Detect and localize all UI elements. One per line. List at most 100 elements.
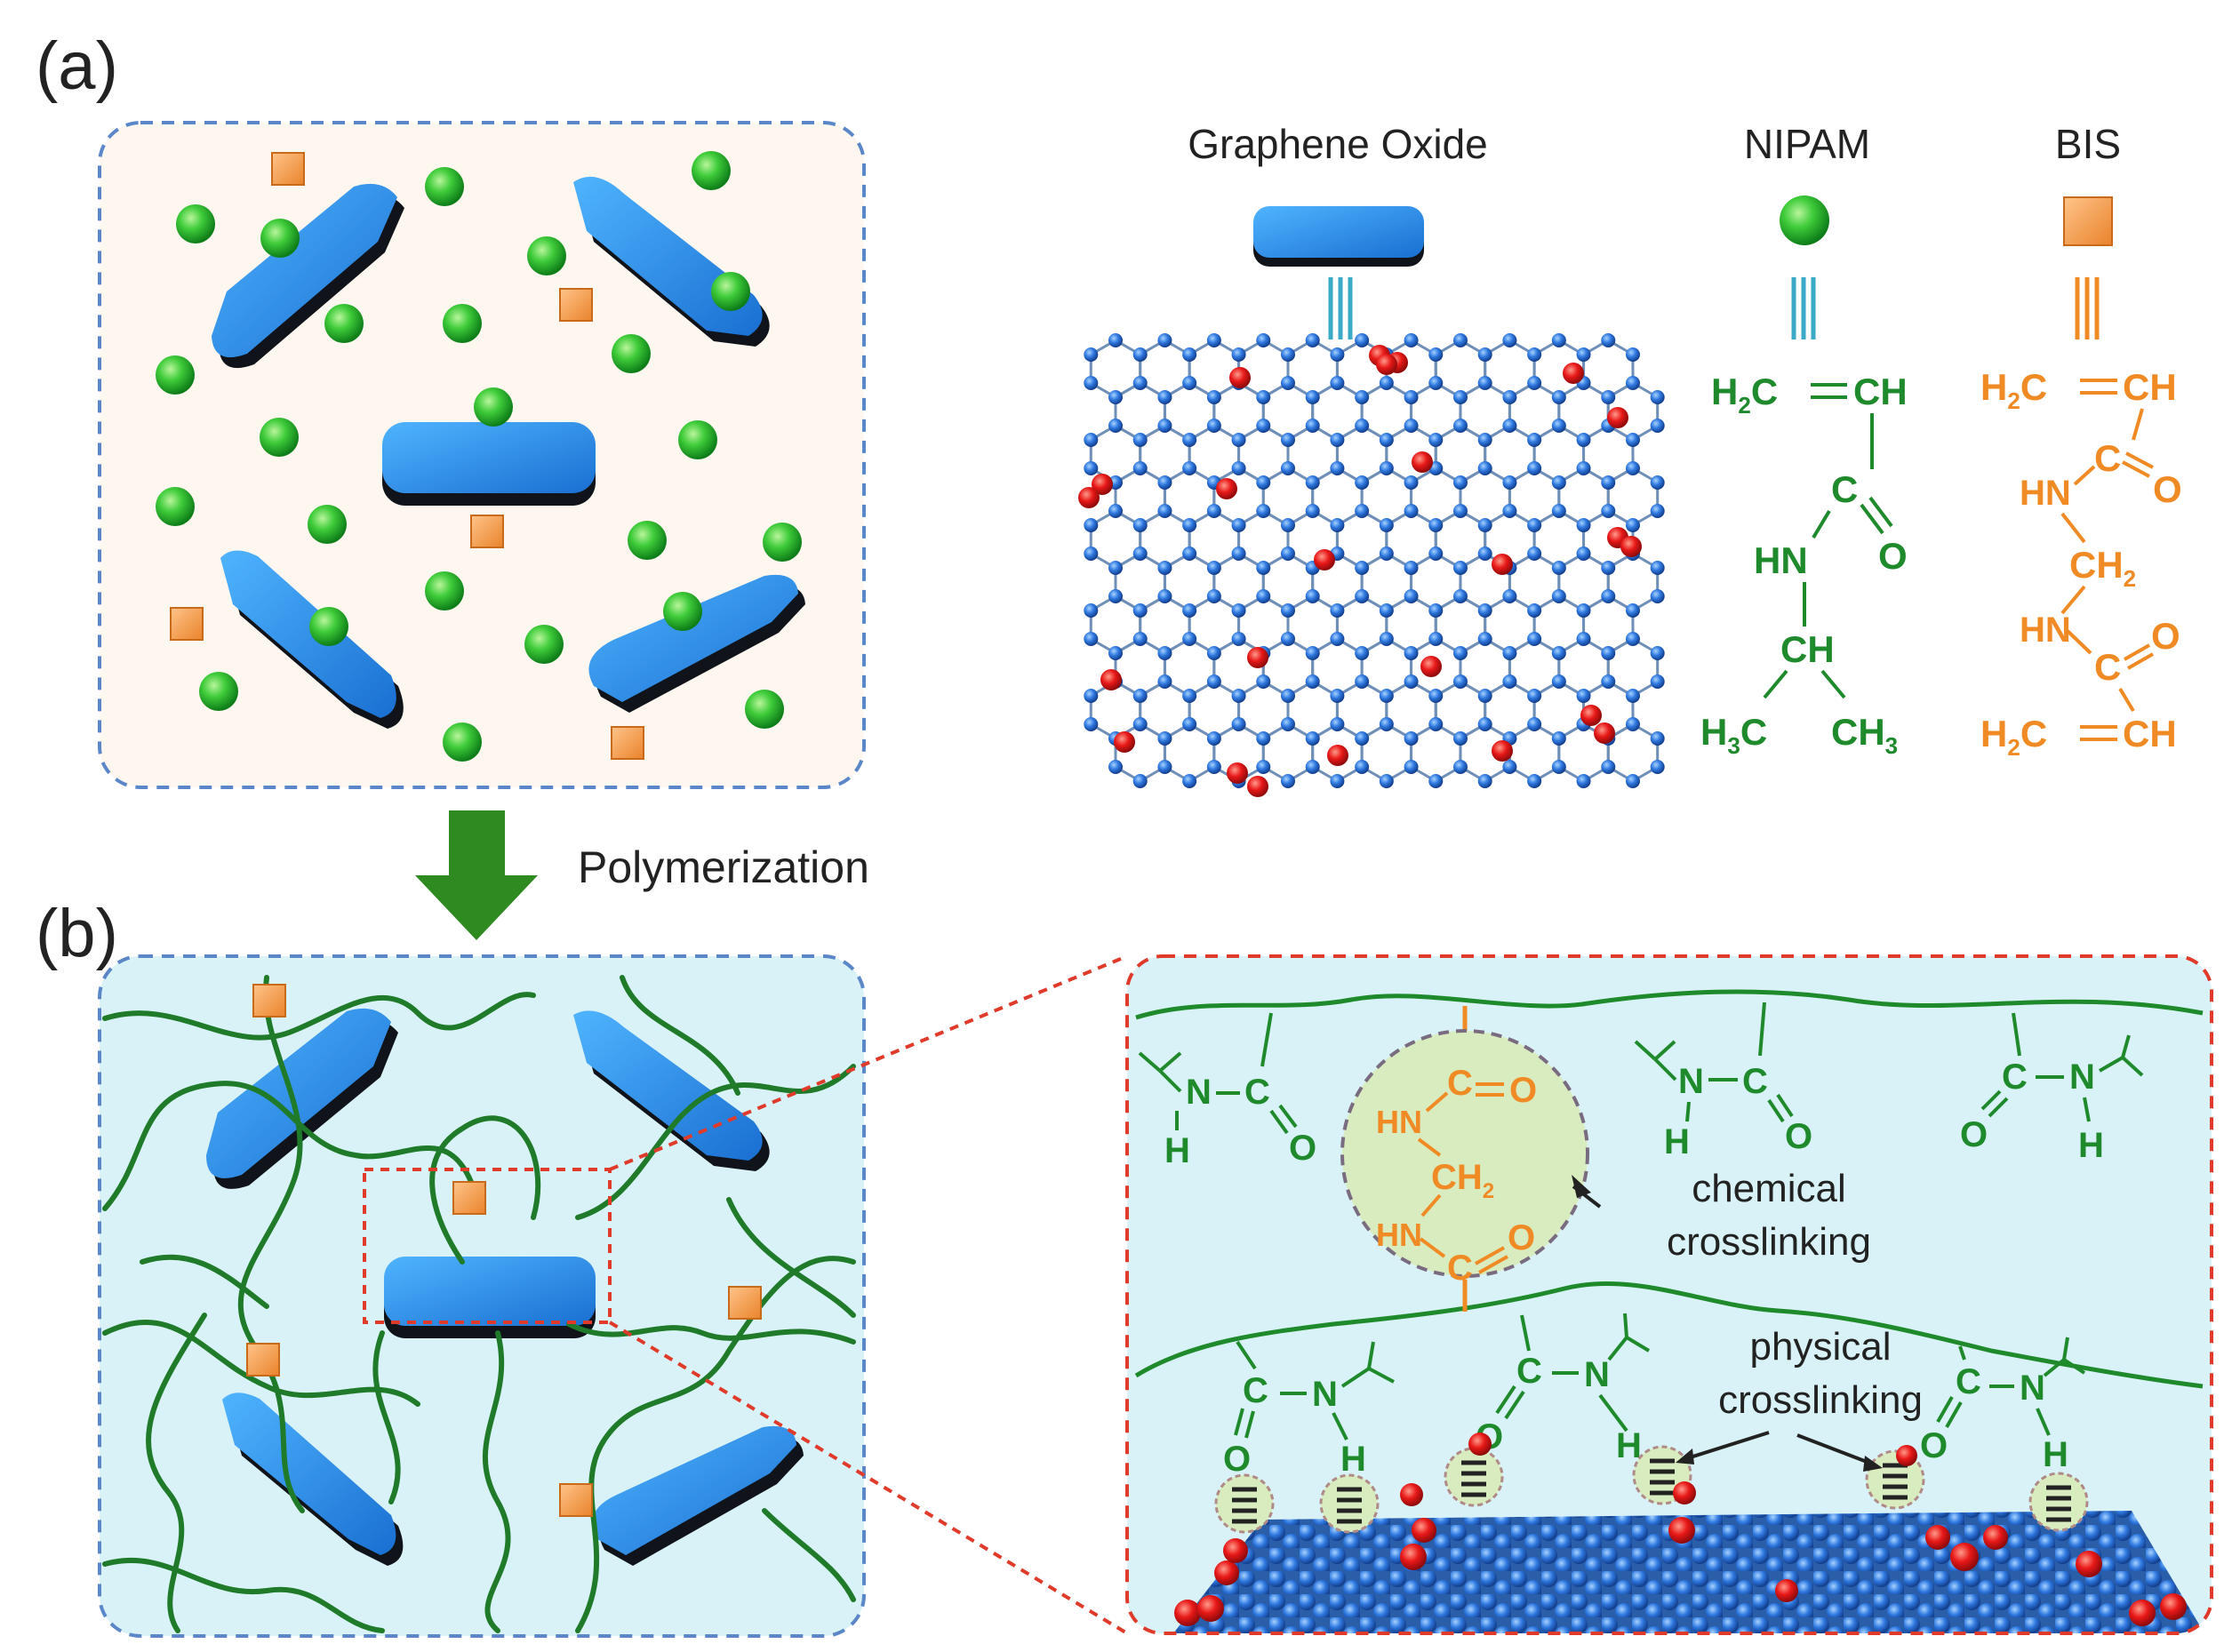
zoom-connectors	[608, 954, 1129, 1635]
bis-methylene-sub: 2	[2124, 565, 2136, 592]
top-g2-c: C	[1742, 1062, 1768, 1101]
zoom-panel: C O HN CH2 HN C O chemical crosslinking	[1125, 954, 2213, 1635]
top-g1-n: N	[1186, 1073, 1212, 1112]
flake-3	[382, 422, 596, 506]
nipam-vinyl-right: CH	[1853, 371, 1908, 412]
bis-amine2: HN	[2020, 611, 2071, 650]
zoom-bis-ch-sub: 2	[1483, 1179, 1494, 1203]
svg-text:H3C: H3C	[1700, 711, 1767, 759]
green-sphere-icon	[1780, 196, 1829, 245]
bis-vinyl-bottom-left-h: H	[1980, 713, 2007, 754]
top-g2-h: H	[1664, 1122, 1690, 1161]
chemical-crosslink-circle	[1340, 1029, 1589, 1278]
graphene-flake-icon	[1253, 206, 1424, 267]
bot-gc-h: H	[2043, 1435, 2068, 1474]
flake-4	[220, 550, 404, 729]
bis-equiv-icon	[2075, 277, 2100, 339]
zoom-bis-unit: C O HN CH2 HN C O	[1376, 1064, 1537, 1288]
nipam-spheres	[156, 151, 802, 762]
hbond-3	[1444, 1447, 1504, 1507]
legend-nipam-label: NIPAM	[1744, 121, 1870, 167]
bot-ga-n: N	[1312, 1375, 1338, 1414]
bot-ga-c: C	[1243, 1371, 1268, 1410]
nipam-methyl-left-sub: 3	[1727, 732, 1740, 759]
flake-1	[212, 183, 404, 369]
zoom-backbones	[1134, 989, 2204, 1389]
nipam-methine: CH	[1780, 628, 1835, 670]
nipam-carbonyl-o: O	[1878, 535, 1908, 577]
zoom-bis-hn2: HN	[1376, 1217, 1422, 1253]
bis-cubes	[170, 152, 644, 760]
flake-b3	[384, 1257, 596, 1338]
polymerization-label: Polymerization	[578, 842, 869, 892]
flake-b4	[222, 1393, 404, 1566]
top-g1-c: C	[1244, 1073, 1270, 1112]
bis-carbonyl1-o: O	[2153, 468, 2182, 510]
nipam-vinyl-left-h: H	[1711, 371, 1738, 412]
legend-graphene-oxide-label: Graphene Oxide	[1188, 121, 1488, 167]
polymerization-arrow-icon	[415, 810, 538, 940]
flake-b2	[573, 1010, 770, 1171]
bis-carbonyl2-o: O	[2151, 615, 2180, 657]
hbond-1	[1214, 1473, 1275, 1534]
svg-text:CH2: CH2	[2069, 544, 2136, 592]
graphene-equiv-icon	[1328, 277, 1353, 339]
zoom-bis-o2: O	[1508, 1218, 1535, 1257]
panel-b-network	[98, 954, 866, 1638]
bot-gc-o: O	[1920, 1426, 1948, 1465]
zoom-bis-ch: CH	[1431, 1158, 1483, 1197]
bis-structure: H2C CH C O HN CH2 HN C O H2C CH	[1980, 366, 2182, 761]
bis-crosslinks	[246, 984, 762, 1517]
bot-ga-o: O	[1223, 1440, 1251, 1479]
chemical-crosslinking-line2: crosslinking	[1667, 1220, 1871, 1264]
bot-ga-h: H	[1340, 1440, 1366, 1479]
top-g3-o: O	[1960, 1115, 1988, 1154]
hydrogen-bond-circles	[1214, 1433, 2089, 1534]
top-g3-h: H	[2078, 1126, 2104, 1165]
top-g3-n: N	[2069, 1057, 2095, 1097]
chemical-pointer-head	[1572, 1175, 1591, 1198]
zoom-bis-c1: C	[1447, 1064, 1473, 1103]
zoom-bis-o1: O	[1509, 1071, 1537, 1110]
zoom-bis-hn1: HN	[1376, 1104, 1422, 1140]
nipam-carbonyl-c: C	[1831, 468, 1858, 510]
physical-pointer-head-right	[1863, 1456, 1883, 1472]
nipam-equiv-icon	[1791, 277, 1816, 339]
top-g1-o: O	[1289, 1129, 1316, 1168]
panel-a-mixture	[98, 121, 866, 789]
sheet-oxygen-atoms	[1174, 1517, 2187, 1626]
nipam-methyl-left-c: C	[1740, 711, 1767, 753]
nipam-vinyl-left-sub: 2	[1738, 392, 1750, 419]
nipam-vinyl-left-c: C	[1751, 371, 1778, 412]
bis-vinyl-bottom-right: CH	[2123, 713, 2177, 754]
nipam-amine: HN	[1754, 539, 1808, 581]
bis-vinyl-bottom-left-sub: 2	[2007, 734, 2020, 761]
bot-gc-c: C	[1956, 1362, 1981, 1401]
top-g3-c: C	[2002, 1057, 2028, 1097]
svg-text:CH3: CH3	[1831, 711, 1898, 759]
polymer-chains	[102, 975, 856, 1633]
panel-label-a: (a)	[36, 28, 118, 104]
bot-gb-c: C	[1516, 1352, 1542, 1391]
hbond-6	[2028, 1472, 2089, 1532]
svg-text:CH2: CH2	[1431, 1158, 1494, 1203]
zoom-selection	[363, 1168, 612, 1324]
svg-text:H2C: H2C	[1711, 371, 1778, 419]
physical-crosslinking-line1: physical	[1750, 1325, 1892, 1369]
bis-amine1: HN	[2020, 474, 2071, 513]
top-amide-groups: N H C O N H C O C O	[1138, 1002, 2144, 1170]
panel-label-b: (b)	[36, 896, 118, 971]
bis-vinyl-bottom-left-c: C	[2020, 713, 2047, 754]
flake-b1	[206, 1008, 398, 1189]
legend: Graphene Oxide NIPAM BIS	[1188, 121, 2121, 339]
bis-vinyl-top-left-sub: 2	[2007, 387, 2020, 414]
bis-carbonyl1-c: C	[2094, 437, 2121, 479]
physical-crosslinking-line2: crosslinking	[1718, 1378, 1923, 1422]
bis-vinyl-top-left-c: C	[2020, 366, 2047, 408]
flake-5	[588, 574, 805, 713]
hbond-2	[1319, 1473, 1380, 1534]
nipam-methyl-left-h: H	[1700, 711, 1727, 753]
svg-text:H2C: H2C	[1980, 713, 2047, 761]
top-g2-o: O	[1785, 1117, 1812, 1156]
